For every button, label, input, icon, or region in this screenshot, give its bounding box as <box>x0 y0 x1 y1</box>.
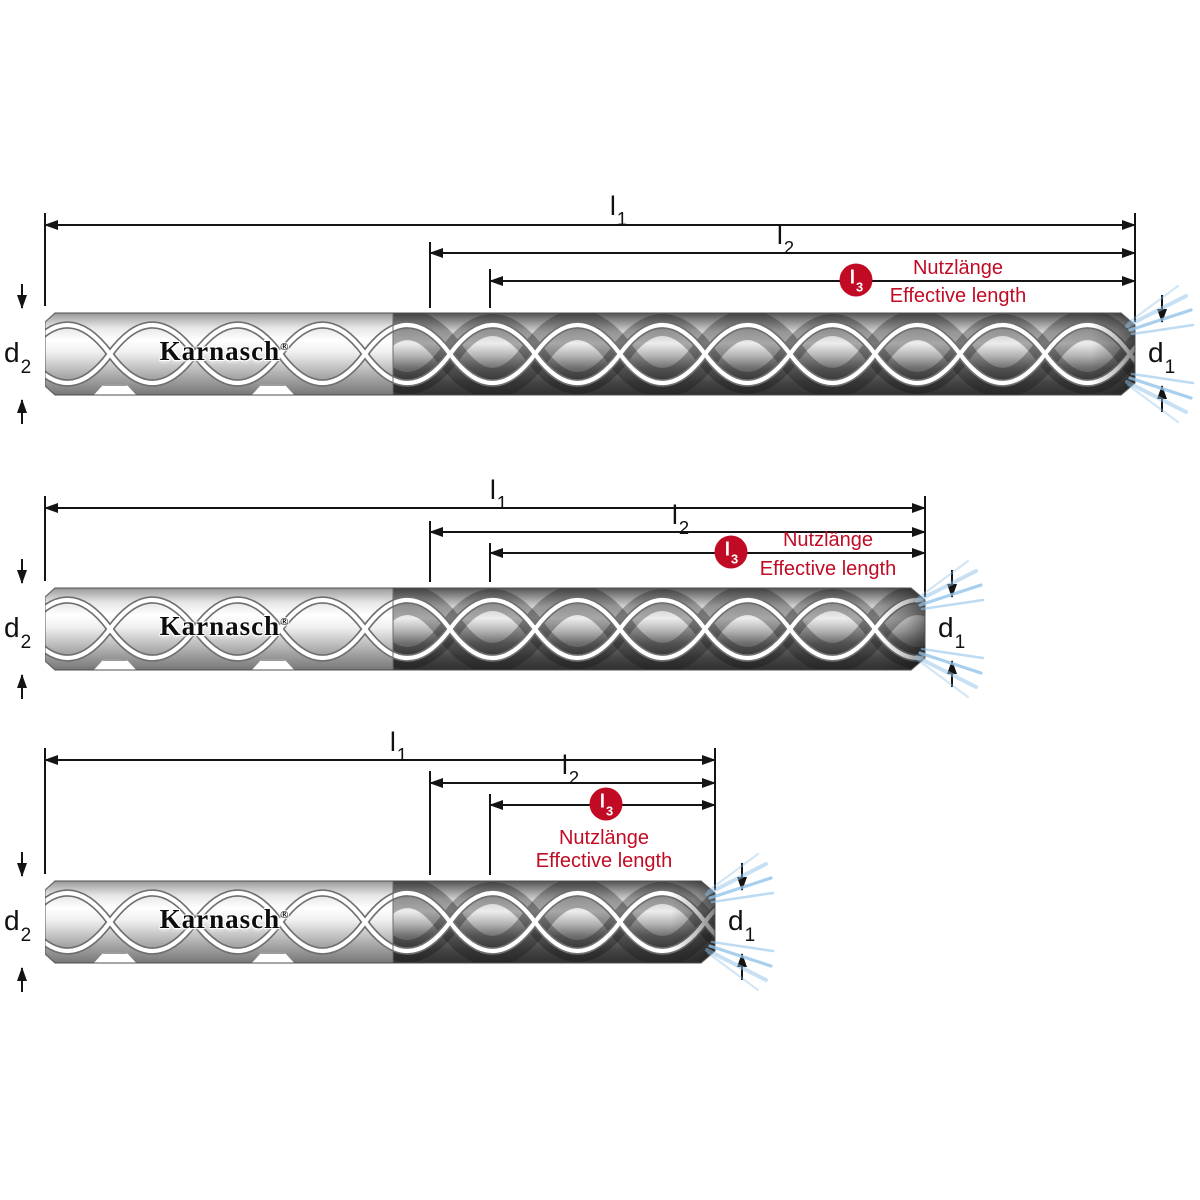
label-l2-top: l2 <box>776 220 795 259</box>
drill-body-top <box>45 313 1135 395</box>
label-d1-bottom: d1 <box>728 905 756 946</box>
label-l3-badge-bottom: l3 <box>589 787 623 821</box>
label-l1-top: l1 <box>609 191 628 230</box>
label-d2-bottom: d2 <box>4 905 32 946</box>
label-l3-badge-top: l3 <box>839 263 873 297</box>
note-effective-length-middle: Effective length <box>759 558 897 580</box>
note-nutzlaenge-bottom: Nutzlänge <box>558 827 650 849</box>
note-nutzlaenge-middle: Nutzlänge <box>782 529 874 551</box>
label-d2-middle: d2 <box>4 612 32 653</box>
note-nutzlaenge-top: Nutzlänge <box>912 257 1004 279</box>
note-effective-length-top: Effective length <box>889 285 1027 307</box>
label-d1-top: d1 <box>1148 337 1176 378</box>
brand-logo-middle: Karnasch® <box>159 611 289 641</box>
drill-tip <box>671 881 715 963</box>
label-d2-top: d2 <box>4 337 32 378</box>
brand-logo-bottom: Karnasch® <box>159 904 289 934</box>
label-d1-middle: d1 <box>938 612 966 653</box>
drill-tip <box>881 588 925 670</box>
label-l3-badge-middle: l3 <box>714 535 748 569</box>
label-l2-bottom: l2 <box>561 750 580 789</box>
brand-logo-top: Karnasch® <box>159 336 289 366</box>
drill-illustration-top <box>45 312 1136 398</box>
note-effective-length-bottom: Effective length <box>535 850 673 872</box>
label-l1-bottom: l1 <box>389 727 408 766</box>
label-l2-middle: l2 <box>671 500 690 539</box>
label-l1-middle: l1 <box>489 475 508 514</box>
drill-tip <box>1091 313 1135 395</box>
